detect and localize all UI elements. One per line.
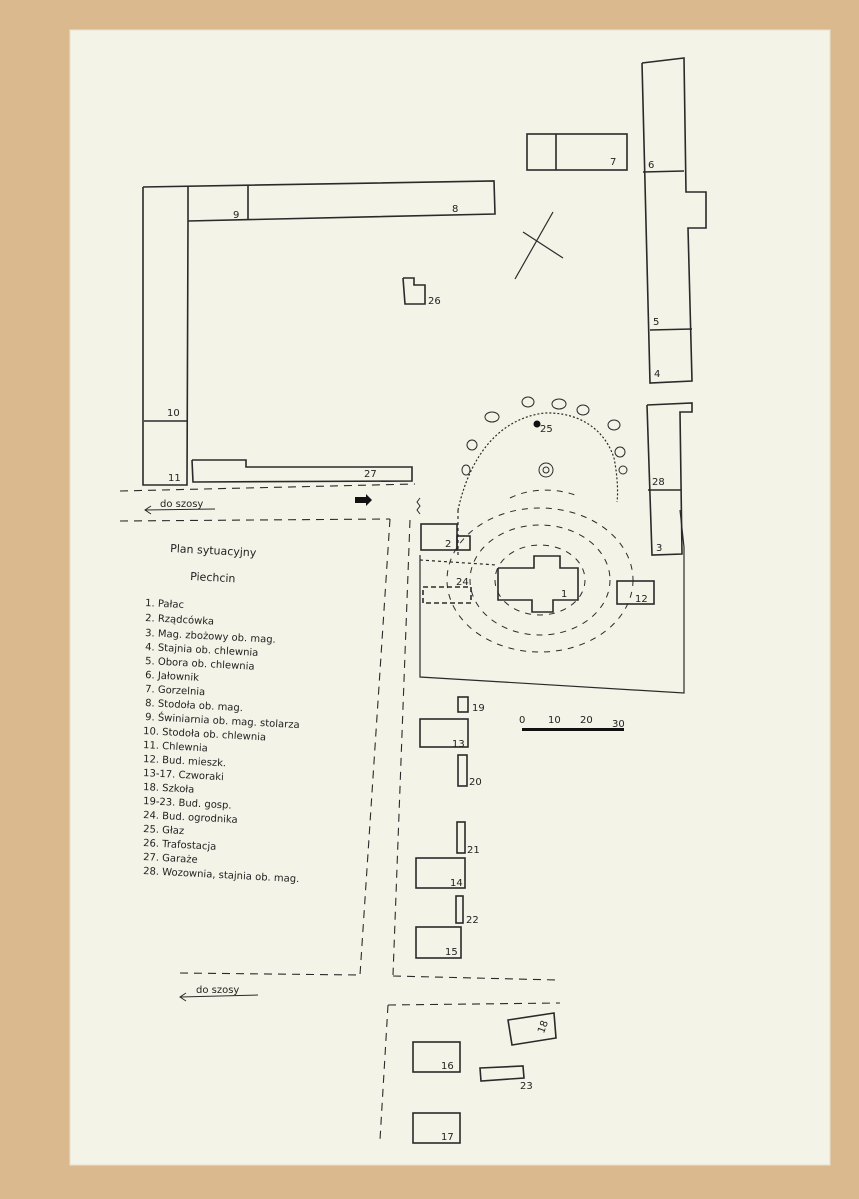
fountain-icon [538, 462, 554, 478]
building-16 [412, 1041, 461, 1073]
scale-label-10: 10 [548, 715, 561, 726]
num-13: 13 [452, 739, 465, 750]
park-paths [446, 489, 634, 653]
scale-label-0: 0 [519, 715, 525, 726]
num-17: 17 [441, 1132, 454, 1143]
scale-label-30: 30 [612, 719, 625, 730]
num-9: 9 [233, 210, 239, 221]
num-19: 19 [472, 703, 485, 714]
building-7 [526, 133, 628, 171]
num-8: 8 [452, 204, 458, 215]
building-4-5-6 [641, 57, 707, 384]
num-25: 25 [540, 424, 553, 435]
num-28: 28 [652, 477, 665, 488]
num-5: 5 [653, 317, 659, 328]
num-23: 23 [520, 1081, 533, 1092]
building-12 [616, 580, 655, 605]
num-22: 22 [466, 915, 479, 926]
boulder-icon [533, 420, 541, 428]
building-23 [479, 1065, 525, 1082]
building-10-11 [142, 187, 189, 486]
legend-item: 27. Garaże [143, 852, 198, 866]
building-14 [415, 857, 466, 889]
legend-item: 24. Bud. ogrodnika [143, 810, 238, 826]
legend-item: 8. Stodoła ob. mag. [145, 698, 243, 714]
building-3-28 [646, 402, 693, 556]
num-26: 26 [428, 296, 441, 307]
num-16: 16 [441, 1061, 454, 1072]
building-26 [402, 277, 426, 305]
road-label-bottom: do szosy [179, 985, 259, 1002]
building-15 [415, 926, 462, 959]
buildings [142, 57, 707, 1144]
legend-item: 25. Głaz [143, 824, 185, 837]
plan-place: Piechcin [190, 570, 236, 585]
legend-item: 7. Gorzelnia [145, 684, 206, 698]
north-arrow-icon [514, 211, 564, 280]
building-1-palace [497, 555, 579, 613]
plan-title-block: Plan sytuacyjny Piechcin [170, 542, 257, 585]
num-6: 6 [648, 160, 654, 171]
scale-label-20: 20 [580, 715, 593, 726]
num-14: 14 [450, 878, 463, 889]
legend-item: 26. Trafostacja [143, 838, 217, 853]
road-label-top: do szosy [144, 499, 216, 515]
building-18 [507, 1012, 557, 1046]
num-20: 20 [469, 777, 482, 788]
building-17 [412, 1112, 461, 1144]
num-3: 3 [656, 543, 662, 554]
num-2: 2 [445, 539, 451, 550]
num-21: 21 [467, 845, 480, 856]
building-27 [191, 459, 413, 483]
num-18: 18 [536, 1019, 551, 1035]
gate-icon [416, 497, 421, 515]
legend-item: 19-23. Bud. gosp. [143, 796, 232, 812]
building-13 [419, 718, 469, 748]
legend-item: 12. Bud. mieszk. [143, 754, 227, 769]
legend-item: 1. Pałac [145, 598, 184, 611]
num-27: 27 [364, 469, 377, 480]
num-11: 11 [168, 473, 181, 484]
num-4: 4 [654, 369, 660, 380]
roads [119, 483, 561, 1141]
park-fence [419, 412, 685, 694]
num-15: 15 [445, 947, 458, 958]
legend-item: 2. Rządcówka [145, 612, 214, 628]
scale-bar: 0 10 20 30 [519, 715, 625, 731]
building-22 [455, 895, 464, 924]
arrow-icon [355, 494, 372, 506]
legend-item: 6. Jałownik [145, 670, 200, 684]
building-21 [456, 821, 466, 854]
building-20 [457, 754, 468, 787]
legend: 1. Pałac 2. Rządcówka 3. Mag. zbożowy ob… [143, 598, 300, 885]
num-12: 12 [635, 594, 648, 605]
num-1: 1 [561, 589, 567, 600]
building-numbers: 1 2 3 4 5 6 7 8 9 10 11 12 13 14 15 16 1… [167, 157, 665, 1143]
num-24: 24 [456, 577, 469, 588]
legend-item: 11. Chlewnia [143, 740, 208, 754]
plan-title: Plan sytuacyjny [170, 542, 257, 560]
building-19 [457, 696, 469, 713]
legend-item: 18. Szkoła [143, 782, 195, 796]
road-label-top-text: do szosy [160, 499, 203, 510]
legend-item: 13-17. Czworaki [143, 768, 224, 783]
num-7: 7 [610, 157, 616, 168]
road-label-bottom-text: do szosy [196, 985, 239, 996]
building-8-9 [142, 180, 496, 222]
trees [461, 396, 628, 476]
num-10: 10 [167, 408, 180, 419]
